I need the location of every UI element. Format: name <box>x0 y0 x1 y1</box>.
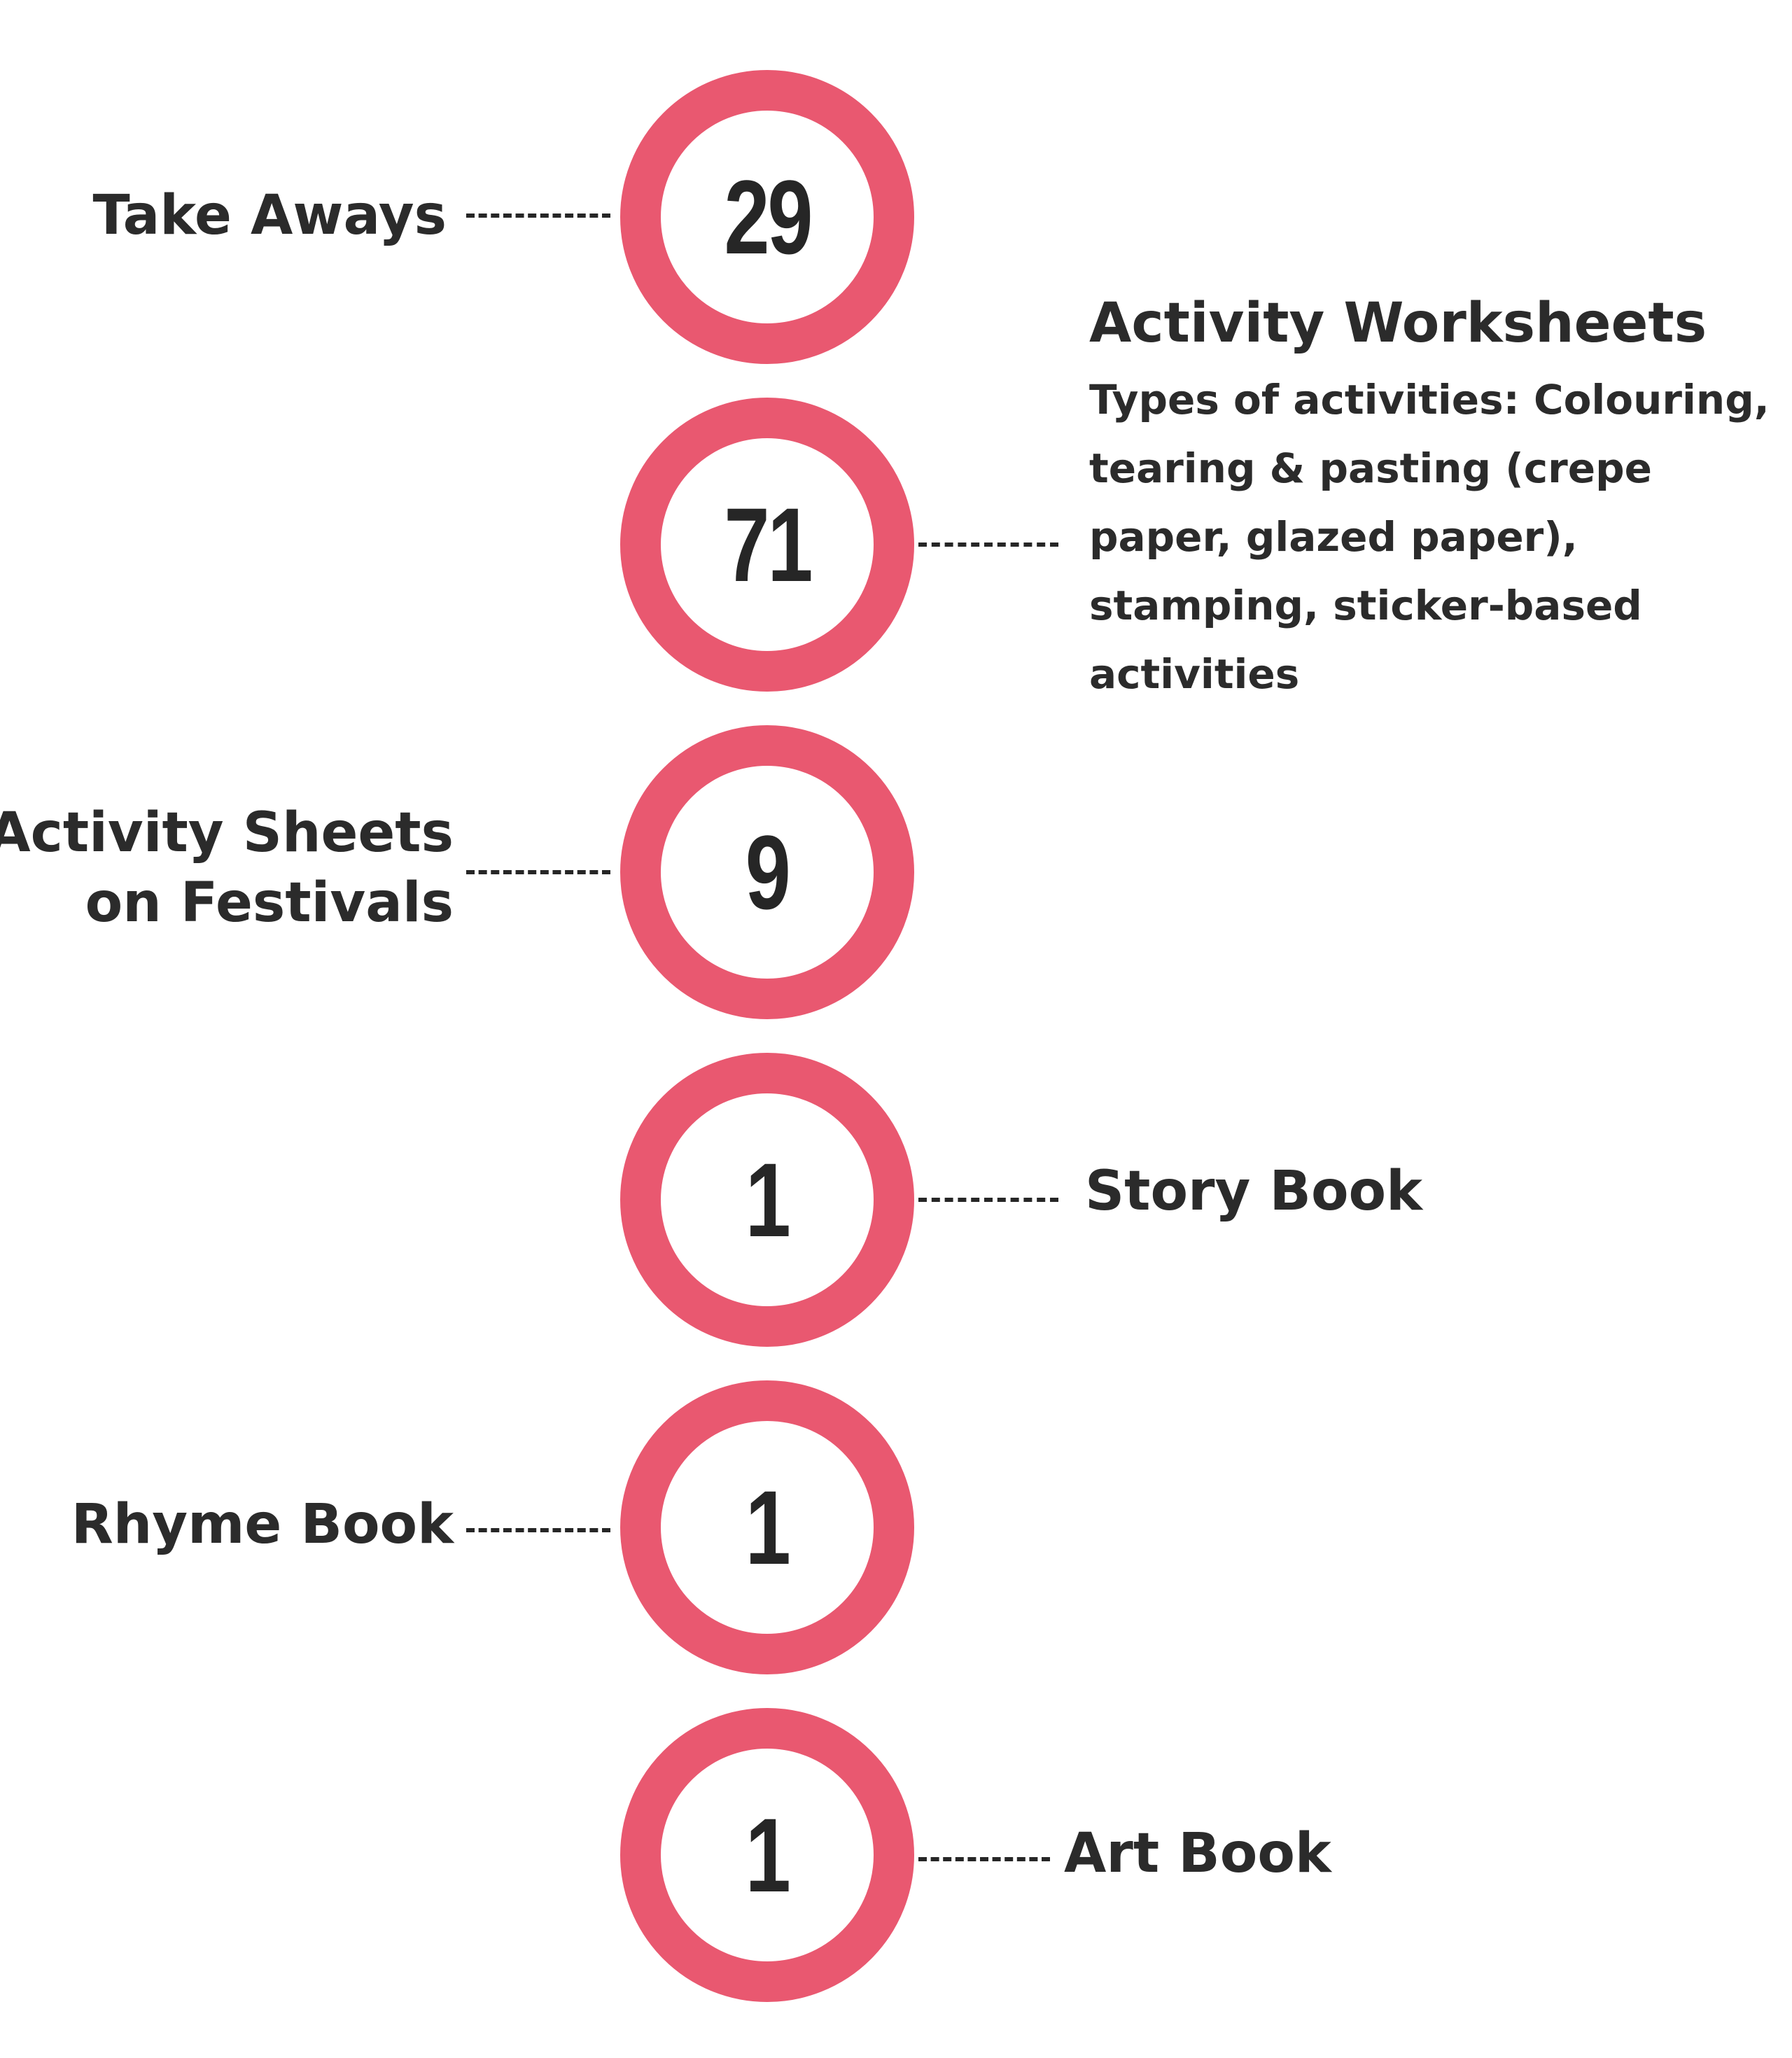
connector-story-book <box>918 1198 1058 1202</box>
count-ring-story-book: 1 <box>620 1053 914 1347</box>
label-art-book: Art Book <box>1064 1822 1331 1885</box>
connector-art-book <box>918 1857 1050 1861</box>
connector-activity-worksheets <box>918 542 1058 547</box>
label-activity-worksheets: Activity Worksheets <box>1089 292 1707 355</box>
label-line-2: on Festivals <box>85 872 454 934</box>
count-ring-activity-sheets-festivals: 9 <box>620 725 914 1019</box>
label-take-aways: Take Aways <box>92 184 447 247</box>
count-rhyme-book: 1 <box>746 1469 791 1586</box>
label-line-1: Activity Sheets <box>0 802 454 864</box>
count-take-aways: 29 <box>724 158 813 276</box>
count-ring-rhyme-book: 1 <box>620 1380 914 1674</box>
count-art-book: 1 <box>746 1796 791 1914</box>
label-activity-sheets-festivals: Activity Sheets on Festivals <box>0 798 454 938</box>
count-ring-activity-worksheets: 71 <box>620 398 914 692</box>
connector-activity-sheets-festivals <box>466 870 610 874</box>
description-activity-worksheets: Types of activities: Colouring, tearing … <box>1089 376 1770 698</box>
label-rhyme-book: Rhyme Book <box>71 1493 454 1556</box>
label-story-book: Story Book <box>1085 1160 1423 1223</box>
count-ring-art-book: 1 <box>620 1708 914 2002</box>
count-activity-sheets-festivals: 9 <box>746 813 791 931</box>
connector-take-aways <box>466 214 610 218</box>
count-story-book: 1 <box>746 1141 791 1259</box>
count-activity-worksheets: 71 <box>724 486 813 603</box>
count-ring-take-aways: 29 <box>620 70 914 364</box>
connector-rhyme-book <box>466 1528 610 1532</box>
